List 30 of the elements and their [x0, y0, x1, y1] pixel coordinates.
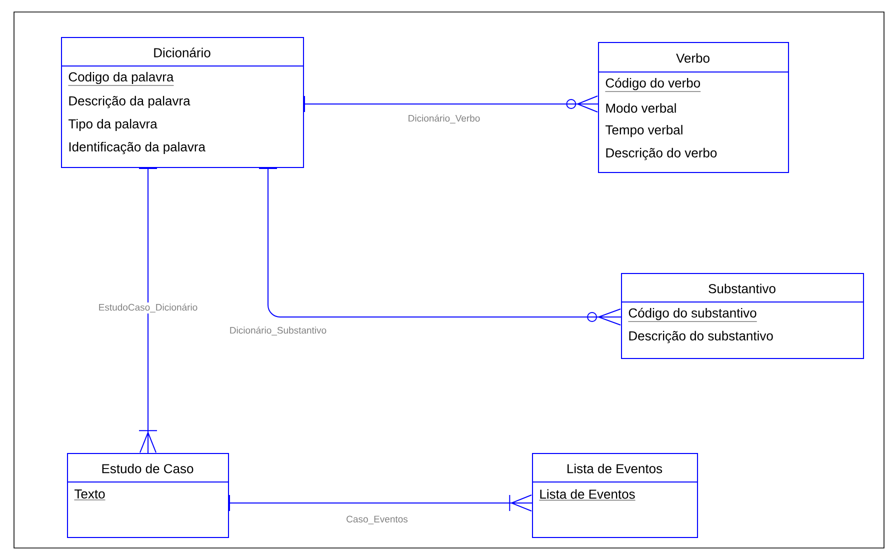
attribute-text: Tempo verbal: [606, 124, 682, 138]
edge-label: EstudoCaso_Dicionário: [97, 302, 199, 314]
attribute-text: Código do substantivo: [628, 308, 758, 322]
entity-box: [66, 453, 229, 538]
relationship-line: [228, 494, 532, 512]
entity-box: [532, 453, 698, 538]
entity-title: Estudo de Caso: [102, 464, 194, 474]
attribute-text: Lista de Eventos: [539, 489, 636, 500]
attribute-text: Descrição da palavra: [69, 96, 190, 108]
attribute-text: Modo verbal: [606, 103, 676, 113]
relationship-line: [138, 168, 158, 454]
relationship-line: [304, 96, 598, 112]
attribute-text: Tipo da palavra: [68, 118, 158, 132]
entity-box: [598, 42, 789, 173]
attribute-text: Identificação da palavra: [69, 142, 206, 154]
attribute-text: Texto: [74, 489, 106, 500]
edge-label: Dicionário_Verbo: [406, 114, 482, 124]
entity-title: Dicionário: [154, 48, 210, 58]
entity-title: Lista de Eventos: [568, 464, 662, 474]
attribute-text: Codigo da palavra: [68, 72, 174, 86]
edge-label: Dicionário_Substantivo: [228, 326, 328, 336]
entity-box: [620, 273, 864, 359]
relationship-line: [258, 168, 622, 326]
entity-title: Verbo: [676, 53, 710, 63]
entity-title: Substantivo: [708, 284, 776, 294]
attribute-text: Código do verbo: [605, 78, 701, 92]
edge-label: Caso_Eventos: [345, 514, 409, 526]
attribute-text: Descrição do verbo: [606, 148, 717, 160]
entity-box: [60, 37, 304, 168]
attribute-text: Descrição do substantivo: [629, 330, 773, 344]
